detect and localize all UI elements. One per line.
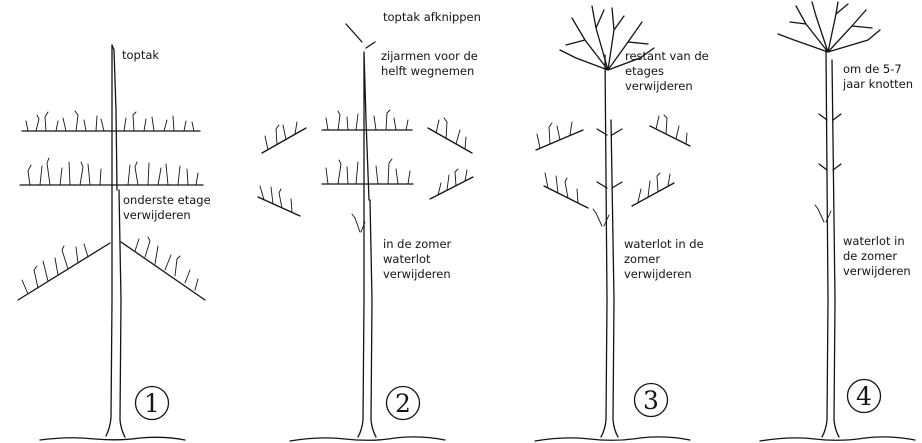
label-zijarmen: zijarmen voor de helft wegnemen (381, 49, 478, 78)
tree-1 (17, 44, 206, 441)
step-number-1: 1 (144, 389, 160, 418)
step-circle-3 (633, 382, 669, 418)
label-waterlot-in-de-zomer: waterlot in de zomer verwijderen (624, 237, 704, 281)
step-circle-2 (385, 385, 421, 421)
trunk-3 (600, 54, 619, 438)
label-onderste-etage: onderste etage verwijderen (123, 193, 211, 222)
trunk-1 (105, 44, 126, 438)
label-in-de-zomer-waterlot: in de zomer waterlot verwijderen (383, 237, 452, 281)
crown-3 (559, 5, 655, 71)
removed-arm-3b (649, 125, 691, 147)
crown-4 (777, 1, 881, 53)
trunk-2 (357, 51, 377, 438)
step-number-2: 2 (395, 389, 411, 418)
tree-2 (257, 23, 474, 442)
ground-2 (289, 436, 446, 442)
removed-arm-2c (257, 196, 301, 217)
trunk-4 (821, 49, 840, 438)
ground-1 (39, 436, 186, 441)
cut-top-2 (345, 23, 363, 43)
step-number-4: 4 (856, 382, 872, 411)
ground-3 (534, 436, 691, 442)
removed-arm-3c (543, 185, 589, 209)
branch-1-left (17, 242, 111, 301)
label-toptak: toptak (122, 48, 160, 62)
removed-arm-2a (261, 127, 307, 154)
label-toptak-afknippen: toptak afknippen (383, 10, 481, 24)
branch-1-right (120, 241, 206, 301)
step-circle-4 (846, 378, 882, 414)
ground-4 (759, 436, 916, 442)
removed-arm-3d (631, 182, 675, 207)
label-om-de-5-7-jaar: om de 5-7 jaar knotten (843, 62, 914, 91)
step-number-3: 3 (643, 386, 659, 415)
step-circle-1 (134, 385, 170, 421)
tree-3 (534, 5, 691, 442)
removed-arm-2d (429, 176, 474, 200)
label-waterlot-in-de-zomer-4: waterlot in de zomer verwijderen (843, 234, 911, 278)
removed-arm-3a (535, 129, 584, 151)
tree-4 (759, 1, 916, 442)
label-restant-etages: restant van de etages verwijderen (625, 49, 709, 93)
